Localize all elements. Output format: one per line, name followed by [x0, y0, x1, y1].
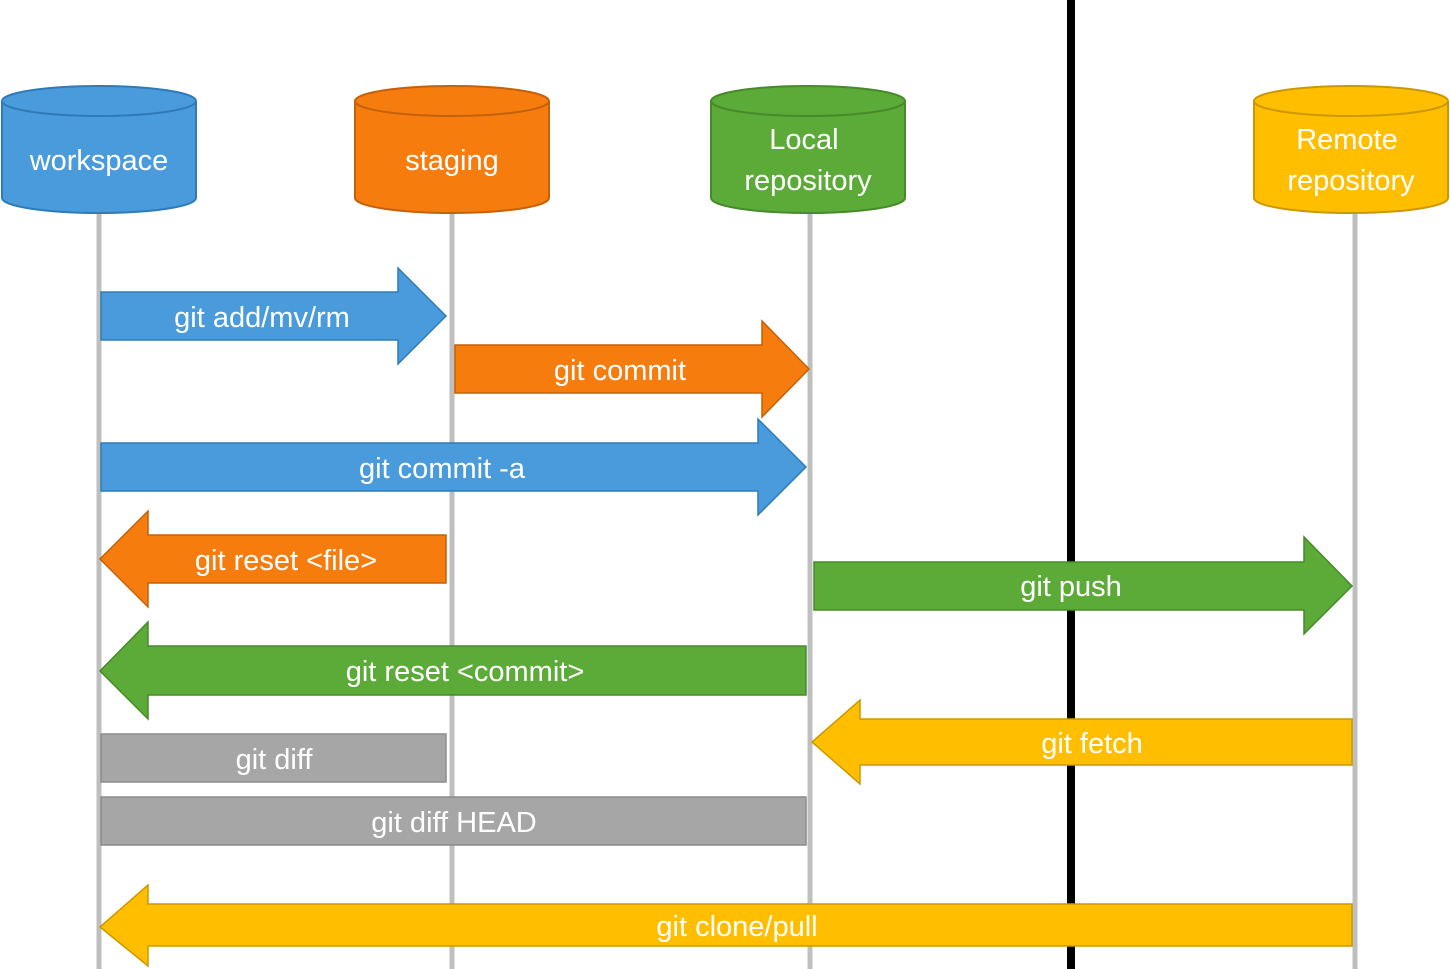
git-diff-label: git diff [236, 744, 314, 776]
staging-cylinder-body [354, 101, 550, 214]
git-add-label: git add/mv/rm [174, 302, 350, 334]
remote-repository-store: Remote repository [1253, 85, 1449, 214]
local-repository-cylinder-top [710, 85, 906, 117]
git-diff-head-bar: git diff HEAD [100, 796, 807, 846]
local-repository-label-line2: repository [744, 165, 872, 197]
git-reset-file-label: git reset <file> [195, 545, 377, 577]
workspace-store: workspace [1, 85, 197, 214]
git-push-arrow: git push [813, 535, 1354, 636]
git-reset-commit-label: git reset <commit> [346, 656, 585, 688]
git-commit-label: git commit [554, 355, 686, 387]
svg-text:Local repository: Local repository [744, 124, 872, 197]
git-commit-a-label: git commit -a [359, 453, 526, 485]
local-repository-store: Local repository [710, 85, 906, 214]
staging-cylinder-top [354, 85, 550, 117]
remote-repository-cylinder-top [1253, 85, 1449, 117]
git-diff-bar: git diff [100, 733, 447, 783]
git-commit-arrow: git commit [454, 319, 811, 419]
git-reset-commit-arrow: git reset <commit> [98, 620, 807, 721]
git-reset-file-arrow: git reset <file> [98, 509, 447, 609]
git-fetch-label: git fetch [1041, 728, 1143, 760]
remote-repository-label-line2: repository [1287, 165, 1415, 197]
git-fetch-arrow: git fetch [810, 698, 1353, 786]
git-clone-pull-arrow: git clone/pull [98, 883, 1353, 968]
workspace-label: workspace [29, 145, 169, 177]
workspace-cylinder-top [1, 85, 197, 117]
local-repository-cylinder-body [710, 101, 906, 214]
git-clone-pull-label: git clone/pull [656, 911, 817, 943]
remote-repository-label-line1: Remote [1296, 124, 1398, 156]
svg-text:workspace: workspace [29, 145, 169, 177]
workspace-cylinder-body [1, 101, 197, 214]
remote-repository-cylinder-body [1253, 101, 1449, 214]
git-add-arrow: git add/mv/rm [100, 266, 448, 366]
local-repository-label-line1: Local [769, 124, 838, 156]
staging-store: staging [354, 85, 550, 214]
svg-text:staging: staging [405, 145, 499, 177]
staging-label: staging [405, 145, 499, 177]
git-commit-a-arrow: git commit -a [100, 417, 808, 517]
svg-text:Remote repository: Remote repository [1287, 124, 1415, 197]
git-diff-head-label: git diff HEAD [371, 807, 536, 839]
git-push-label: git push [1020, 571, 1122, 603]
